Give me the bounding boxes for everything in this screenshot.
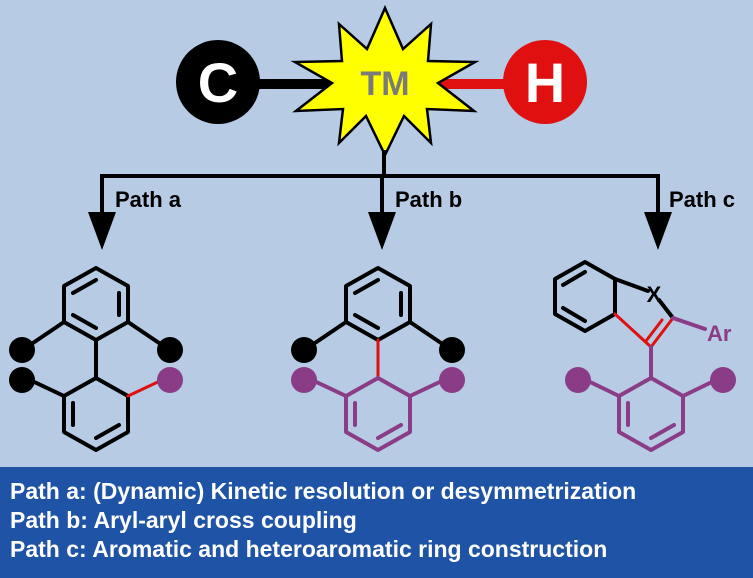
branch-arrows (100, 150, 660, 218)
path-b-label: Path b (395, 187, 462, 212)
substituent-dot (291, 337, 317, 363)
arrow-c-head (644, 212, 672, 250)
substituent-dot (9, 367, 35, 393)
substituent-bond (408, 320, 446, 347)
substituent-bond (310, 320, 348, 347)
substituent-dot (9, 337, 35, 363)
path-c-label: Path c (669, 187, 735, 212)
substituent-bond (28, 320, 66, 347)
hydrogen-atom (503, 40, 587, 124)
new-ring-bond (613, 312, 653, 349)
aryl-label: Ar (707, 321, 732, 346)
activated-bond (126, 378, 164, 398)
substituent-dot (291, 367, 317, 393)
hydrogen-label: H (525, 51, 565, 114)
upper-ring-double-bond (353, 313, 380, 330)
substituent-dot (157, 367, 183, 393)
aryl-substituent-bond (671, 316, 707, 331)
legend-box: Path a: (Dynamic) Kinetic resolution or … (0, 467, 753, 578)
ring-bond (657, 298, 675, 320)
carbon-label: C (198, 51, 238, 114)
benzo-double-bond (561, 270, 587, 287)
path-a-biaryl (28, 266, 164, 452)
ch-activation-header: C H TM (176, 4, 587, 158)
arrow-a-head (88, 212, 116, 250)
lower-ring-double-bond (376, 423, 403, 440)
upper-ring-double-bond (71, 313, 98, 330)
heteroatom-label: X (647, 282, 662, 307)
upper-ring-double-bond (71, 278, 98, 295)
substituent-bond (126, 320, 164, 347)
substituent-dot (710, 367, 736, 393)
substituent-bond (28, 378, 66, 398)
tm-label: TM (360, 65, 409, 103)
aryl-double-bond (649, 423, 676, 440)
upper-ring-double-bond (353, 278, 380, 295)
path-a-label: Path a (115, 187, 182, 212)
legend-path-a: Path a: (Dynamic) Kinetic resolution or … (10, 478, 637, 504)
substituent-bond (310, 378, 348, 398)
substituent-dot (565, 367, 591, 393)
legend-path-c: Path c: Aromatic and heteroaromatic ring… (10, 536, 608, 562)
arrow-b-head (368, 212, 396, 250)
substituent-dot (439, 337, 465, 363)
reaction-scheme: C H TM Path a Path b Path c (9, 4, 736, 452)
substituent-dot (439, 367, 465, 393)
legend-path-b: Path b: Aryl-aryl cross coupling (10, 507, 357, 533)
lower-ring-double-bond (94, 423, 121, 440)
path-b-biaryl (310, 266, 446, 452)
benzo-double-bond (561, 306, 587, 323)
substituent-bond (408, 378, 446, 398)
new-ring-double-bond (644, 318, 664, 343)
path-c-heteroaryl (553, 260, 718, 452)
new-ring-bond (649, 316, 675, 349)
substituent-bond (584, 378, 621, 398)
carbon-atom (176, 40, 260, 124)
substituent-dot (157, 337, 183, 363)
ring-bond (613, 277, 650, 293)
